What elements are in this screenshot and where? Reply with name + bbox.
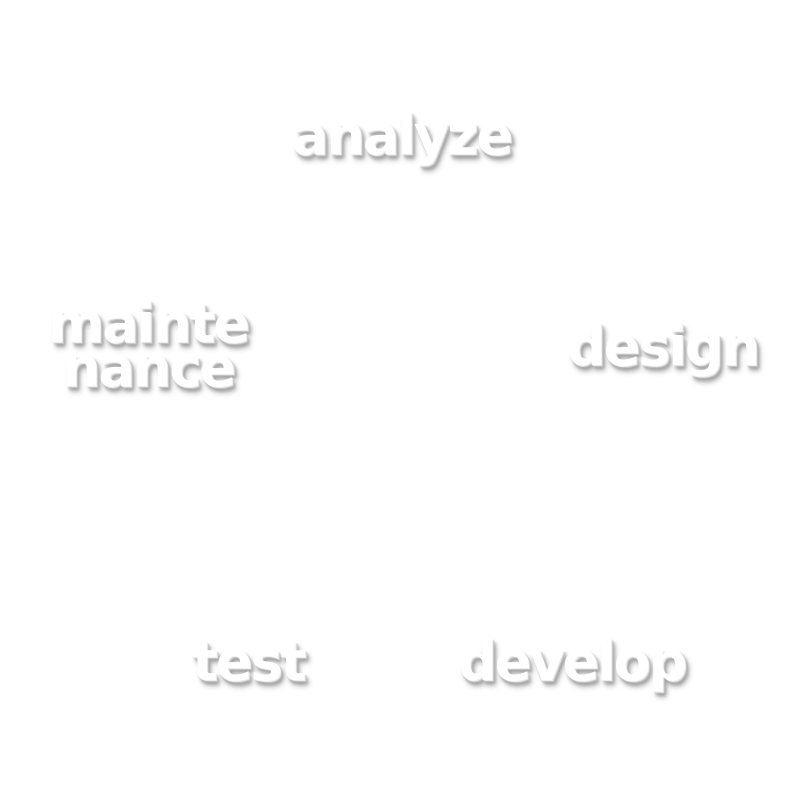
stage-develop-label: develop <box>458 630 687 693</box>
stage-maintenance-label: mainte nance <box>42 292 254 399</box>
stage-maintenance-line2: nance <box>62 336 236 399</box>
stage-test-label: test <box>192 630 306 693</box>
stage-maintenance-line1: mainte <box>47 292 250 355</box>
stage-design-label: design <box>567 315 760 378</box>
stage-analyze-label: analyze <box>292 104 513 167</box>
